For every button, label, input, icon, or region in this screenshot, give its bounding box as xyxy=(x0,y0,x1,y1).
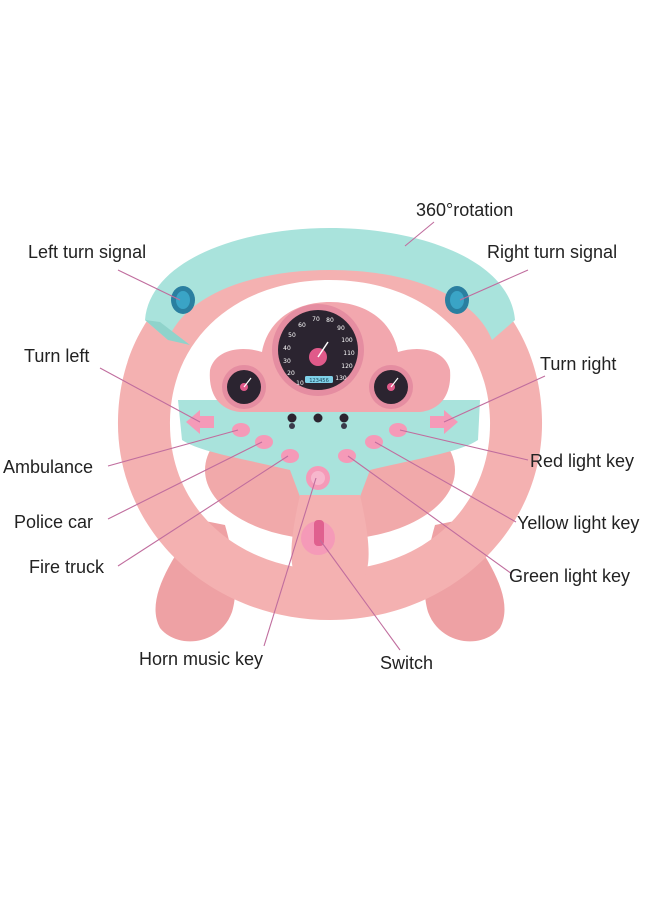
leader-turn-left xyxy=(99,367,201,423)
wheel-top-grip xyxy=(145,228,515,340)
label-yellow-light-key: Yellow light key xyxy=(517,513,640,533)
leader-turn-right xyxy=(443,375,546,423)
power-switch[interactable] xyxy=(301,520,335,555)
label-fire-truck: Fire truck xyxy=(29,557,105,577)
speed-tick-90: 90 xyxy=(337,325,345,332)
green-light-key-button[interactable] xyxy=(338,449,356,463)
yellow-light-key-button[interactable] xyxy=(365,435,383,449)
speed-tick-120: 120 xyxy=(341,363,353,370)
speed-tick-60: 60 xyxy=(298,322,306,329)
label-right-turn-signal: Right turn signal xyxy=(487,242,618,262)
leader-horn-music-key xyxy=(263,477,317,647)
leader-yellow-light-key xyxy=(374,441,517,523)
speed-tick-50: 50 xyxy=(288,332,296,339)
leader-switch xyxy=(319,539,401,651)
speed-tick-70: 70 xyxy=(312,316,320,323)
label-left-turn-signal: Left turn signal xyxy=(28,242,147,262)
red-light-key-button[interactable] xyxy=(389,423,407,437)
label-switch: Switch xyxy=(380,653,434,673)
right-small-gauge xyxy=(369,365,413,409)
leader-left-turn-signal xyxy=(117,269,181,301)
leader-green-light-key xyxy=(347,455,513,575)
speed-tick-110: 110 xyxy=(343,350,355,357)
label-horn-music-key: Horn music key xyxy=(139,649,264,669)
speed-tick-20: 20 xyxy=(287,370,295,377)
police-car-button[interactable] xyxy=(255,435,273,449)
fire-truck-button[interactable] xyxy=(281,449,299,463)
leader-rotation xyxy=(404,221,435,247)
label-ambulance: Ambulance xyxy=(3,457,94,477)
speed-tick-30: 30 xyxy=(283,358,291,365)
indicator-leds xyxy=(287,413,349,429)
label-turn-right: Turn right xyxy=(540,354,617,374)
label-green-light-key: Green light key xyxy=(509,566,631,586)
leader-ambulance xyxy=(107,429,239,467)
label-police-car: Police car xyxy=(14,512,94,532)
speed-tick-10: 10 xyxy=(296,380,304,387)
speedometer: 10 20 30 40 50 60 70 80 90 100 110 120 1… xyxy=(272,304,364,396)
leader-police-car xyxy=(107,441,263,520)
odometer-readout: 123456 xyxy=(309,378,329,384)
speed-tick-100: 100 xyxy=(341,337,353,344)
leader-fire-truck xyxy=(117,455,289,567)
sound-buttons xyxy=(232,423,407,463)
label-red-light-key: Red light key xyxy=(530,451,635,471)
ambulance-button[interactable] xyxy=(232,423,250,437)
speed-tick-80: 80 xyxy=(326,317,334,324)
leader-red-light-key xyxy=(399,429,529,461)
leader-right-turn-signal xyxy=(459,269,529,301)
label-turn-left: Turn left xyxy=(24,346,90,366)
leader-lines xyxy=(99,221,546,651)
speed-tick-130: 130 xyxy=(335,375,347,382)
left-small-gauge xyxy=(222,365,266,409)
horn-music-key-button[interactable] xyxy=(306,466,330,490)
label-rotation: 360°rotation xyxy=(416,200,514,220)
speed-tick-40: 40 xyxy=(283,345,291,352)
